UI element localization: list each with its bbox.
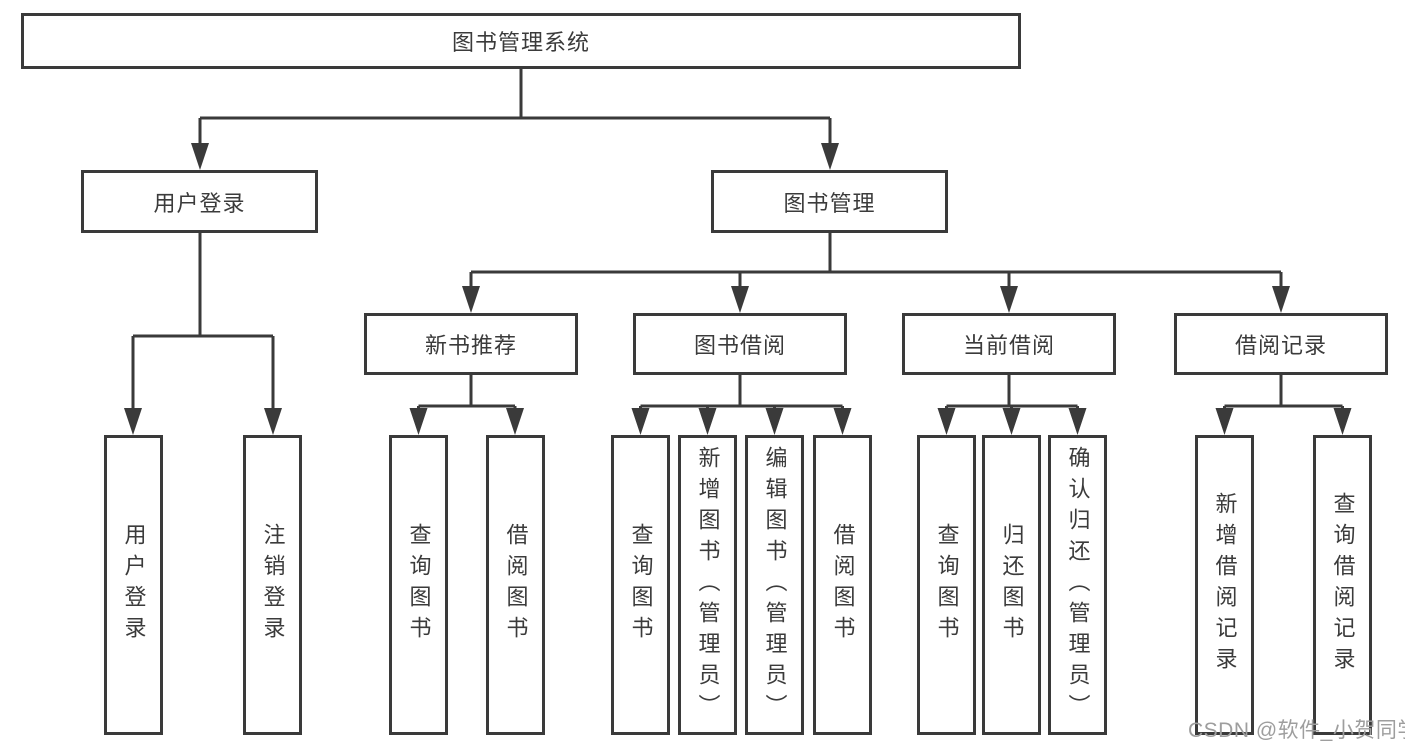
leaf-records-query-borrow-record-label: 查询借阅记录 xyxy=(1330,492,1356,678)
node-root-label: 图书管理系统 xyxy=(451,30,590,55)
leaf-current-query-books-label: 查询图书 xyxy=(934,523,960,647)
node-book-management-label: 图书管理 xyxy=(783,190,876,216)
leaf-current-query-books: 查询图书 xyxy=(917,435,976,735)
node-new-book-recommend: 新书推荐 xyxy=(364,313,578,375)
leaf-borrow-edit-books-admin-label: 编辑图书（管理员） xyxy=(762,445,788,725)
node-user-login-label: 用户登录 xyxy=(153,190,246,216)
leaf-recommend-query-books: 查询图书 xyxy=(389,435,448,735)
leaf-recommend-query-books-label: 查询图书 xyxy=(406,523,432,647)
leaf-current-confirm-return-admin-label: 确认归还（管理员） xyxy=(1065,445,1091,725)
node-user-login: 用户登录 xyxy=(81,170,318,233)
connector-lines xyxy=(131,69,1344,409)
leaf-current-confirm-return-admin: 确认归还（管理员） xyxy=(1048,435,1107,735)
node-book-borrow: 图书借阅 xyxy=(633,313,847,375)
node-current-borrow-label: 当前借阅 xyxy=(962,333,1055,358)
leaf-records-add-borrow-record: 新增借阅记录 xyxy=(1195,435,1254,735)
leaf-recommend-borrow-books-label: 借阅图书 xyxy=(503,523,529,647)
leaf-borrow-add-books-admin-label: 新增图书（管理员） xyxy=(695,445,721,725)
connector-arrowheads xyxy=(124,143,1352,435)
leaf-current-return-books-label: 归还图书 xyxy=(999,523,1025,647)
node-borrow-records: 借阅记录 xyxy=(1174,313,1388,375)
leaf-borrow-query-books: 查询图书 xyxy=(611,435,670,735)
node-book-borrow-label: 图书借阅 xyxy=(693,333,786,358)
leaf-borrow-edit-books-admin: 编辑图书（管理员） xyxy=(745,435,804,735)
leaf-borrow-borrow-books-label: 借阅图书 xyxy=(830,523,856,647)
csdn-watermark: CSDN @软件_小贺同学 xyxy=(1188,719,1405,742)
leaf-borrow-query-books-label: 查询图书 xyxy=(628,523,654,647)
leaf-records-query-borrow-record: 查询借阅记录 xyxy=(1313,435,1372,735)
node-borrow-records-label: 借阅记录 xyxy=(1234,333,1327,358)
leaf-logout-label: 注销登录 xyxy=(260,523,286,647)
leaf-borrow-add-books-admin: 新增图书（管理员） xyxy=(678,435,737,735)
node-book-management: 图书管理 xyxy=(711,170,948,233)
leaf-borrow-borrow-books: 借阅图书 xyxy=(813,435,872,735)
leaf-user-login-label: 用户登录 xyxy=(121,523,147,647)
node-root-library-system: 图书管理系统 xyxy=(21,13,1021,69)
node-new-book-recommend-label: 新书推荐 xyxy=(424,333,517,358)
leaf-records-add-borrow-record-label: 新增借阅记录 xyxy=(1212,492,1238,678)
leaf-logout: 注销登录 xyxy=(243,435,302,735)
leaf-user-login: 用户登录 xyxy=(104,435,163,735)
node-current-borrow: 当前借阅 xyxy=(902,313,1116,375)
leaf-current-return-books: 归还图书 xyxy=(982,435,1041,735)
leaf-recommend-borrow-books: 借阅图书 xyxy=(486,435,545,735)
